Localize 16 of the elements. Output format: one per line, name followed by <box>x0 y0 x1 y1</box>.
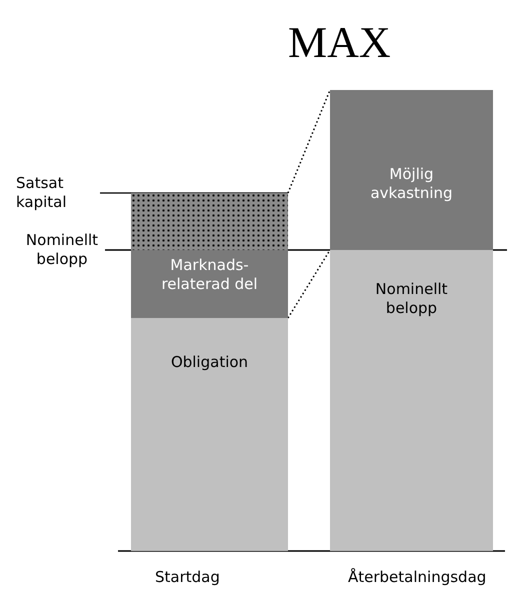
segment-label: Möjlig avkastning <box>369 165 454 203</box>
hatched-block <box>131 193 288 250</box>
segment-label: Nominellt belopp <box>374 280 449 318</box>
bar-segment <box>330 90 493 250</box>
axis-label: Startdag <box>155 568 221 587</box>
axis-label: Återbetalningsdag <box>348 568 488 587</box>
segment-label: Obligation <box>170 353 250 372</box>
bar-segment <box>131 250 288 318</box>
axis-label: Nominellt belopp <box>24 231 100 269</box>
axis-label: Satsat kapital <box>16 174 68 212</box>
segment-label: Marknads- relaterad del <box>160 256 259 294</box>
title: MAX <box>288 18 391 68</box>
bar-segment <box>330 250 493 551</box>
bar-segment <box>131 318 288 551</box>
projection-line <box>287 90 331 194</box>
projection-line <box>287 250 331 318</box>
